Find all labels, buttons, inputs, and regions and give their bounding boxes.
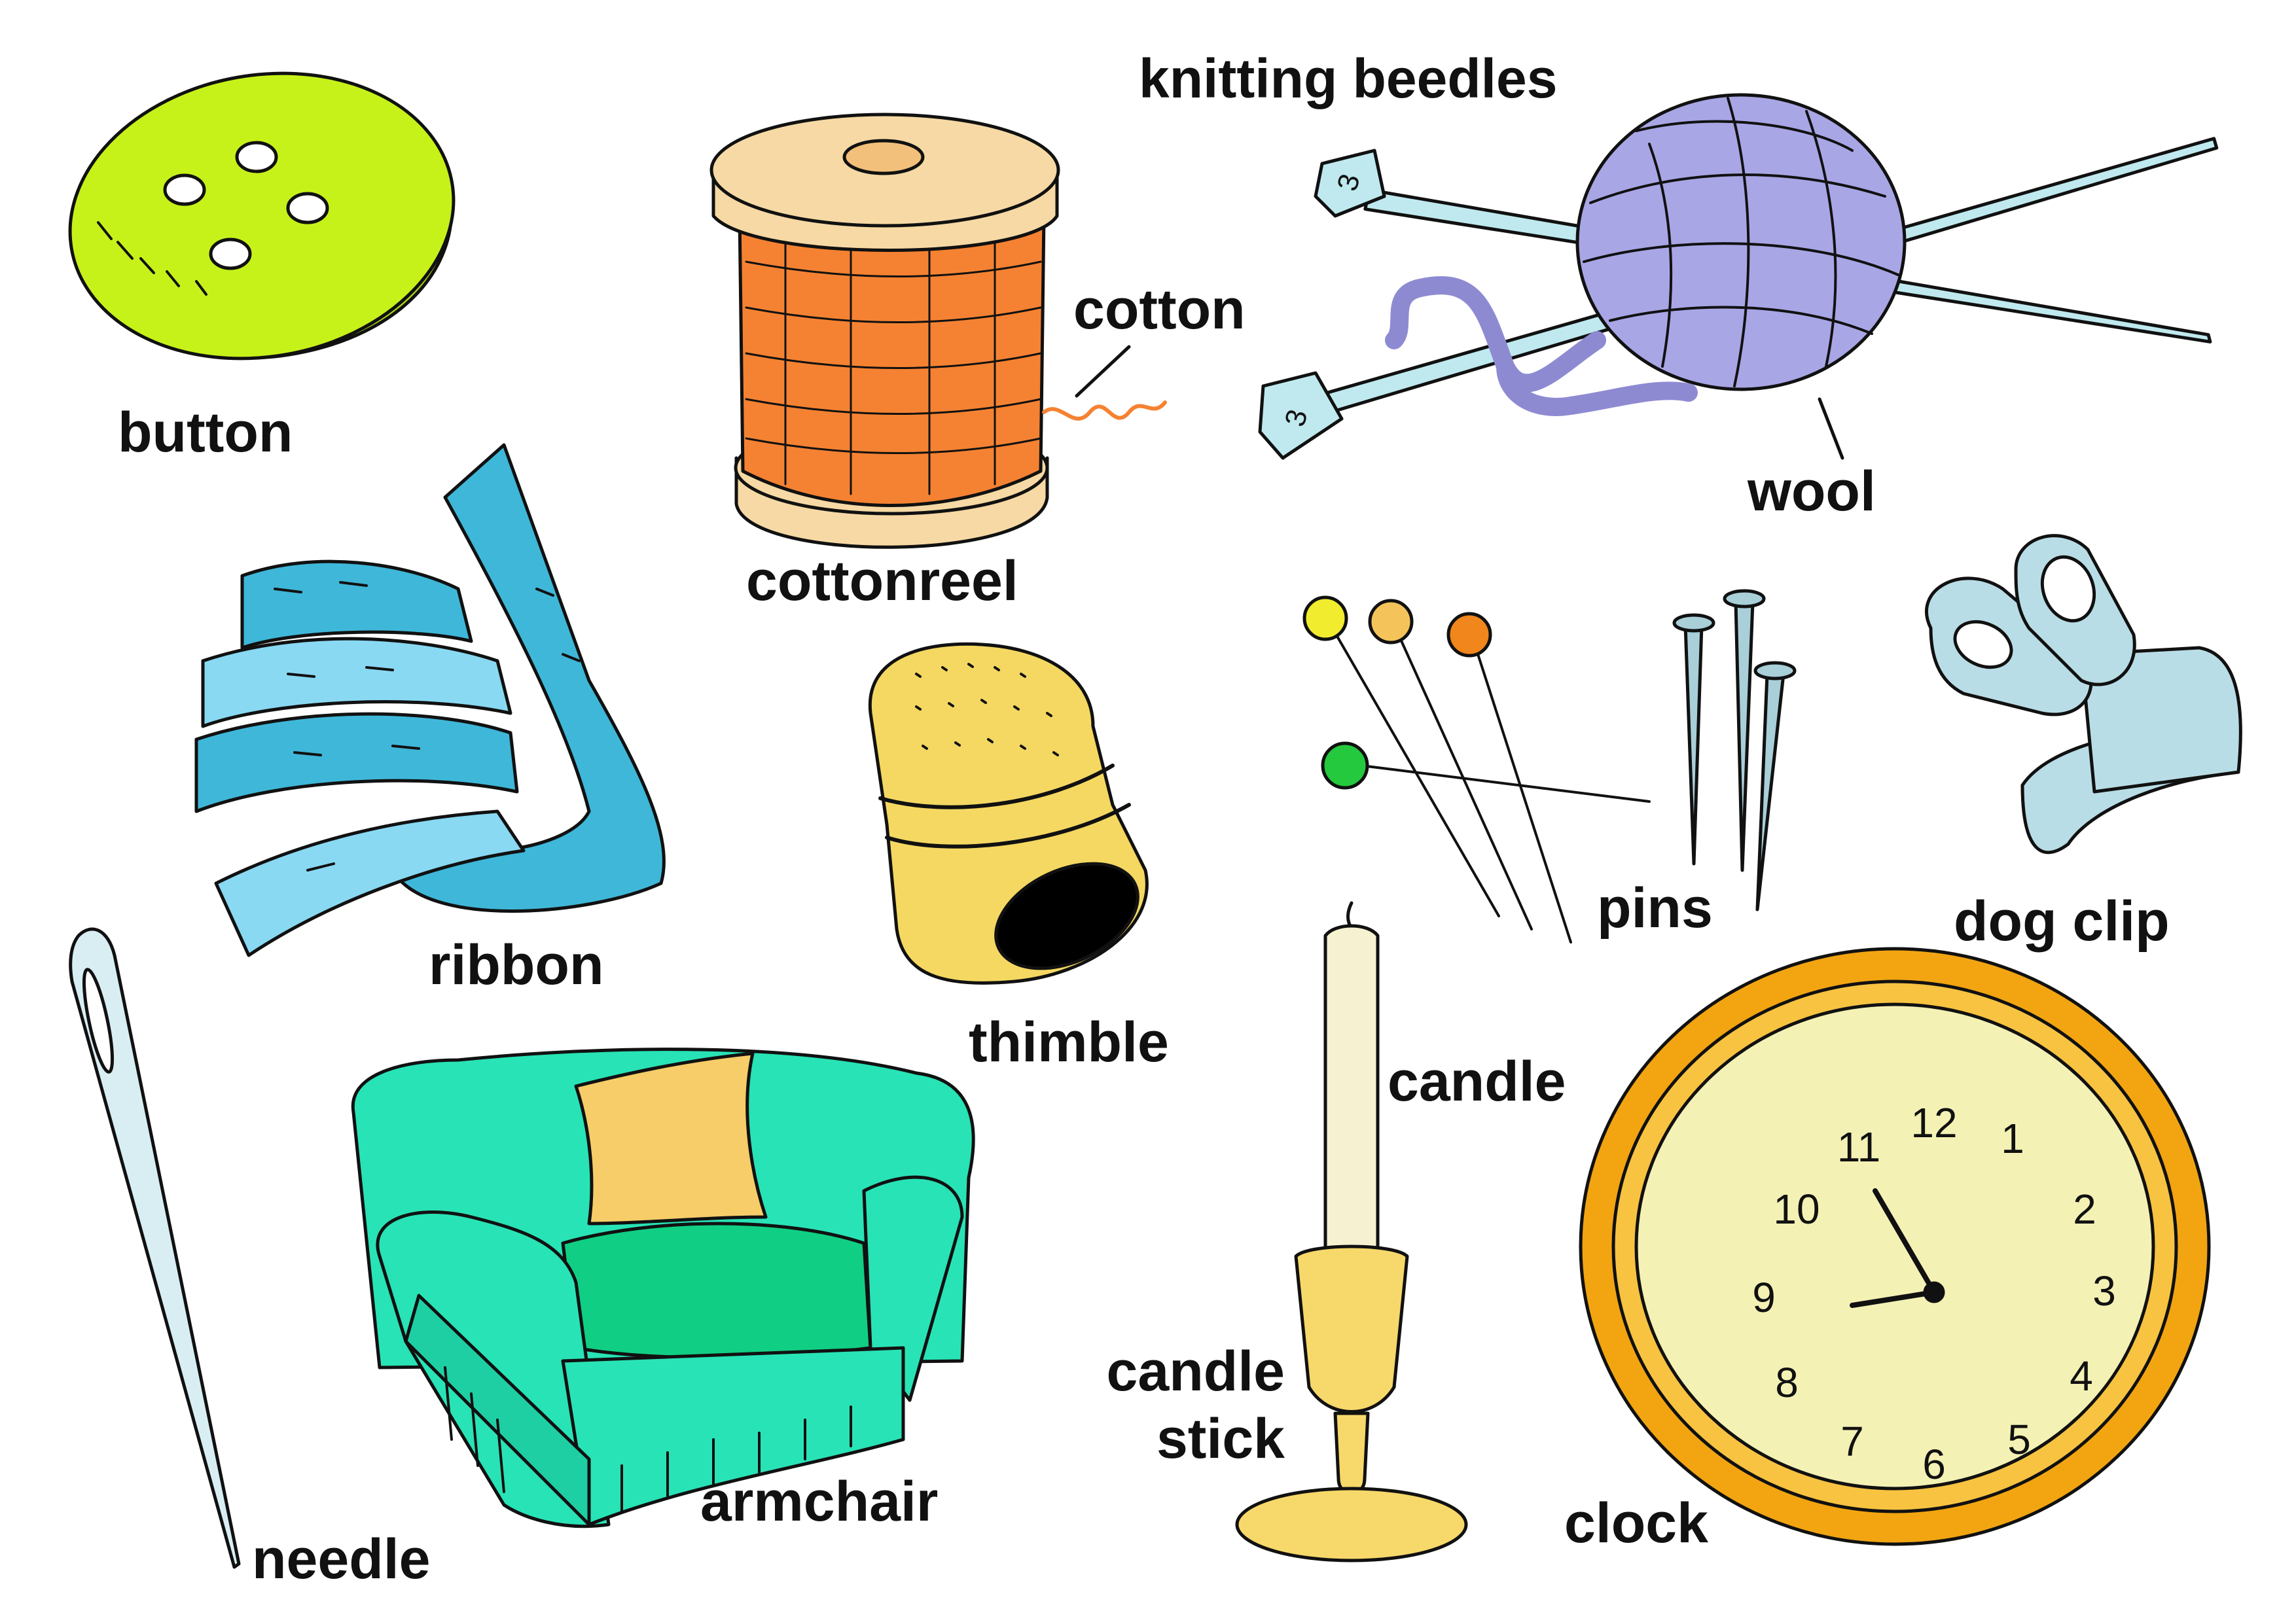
dog-clip-hole bbox=[2040, 555, 2096, 623]
pin-shaft bbox=[1471, 637, 1572, 944]
ribbon-coil bbox=[214, 809, 526, 957]
clock-face bbox=[1634, 1002, 2155, 1491]
ribbon-coil bbox=[240, 559, 473, 650]
nail bbox=[1734, 600, 1755, 872]
thimble-dimples bbox=[915, 663, 1059, 756]
thimble-illustration bbox=[868, 642, 1149, 985]
button-shading bbox=[97, 221, 207, 296]
nail-head bbox=[1723, 589, 1766, 609]
candle-holder-stem bbox=[1333, 1411, 1370, 1495]
button-hole bbox=[209, 238, 252, 270]
nail-head bbox=[1672, 613, 1715, 633]
label-clock: clock bbox=[1564, 1492, 1708, 1555]
clock-numeral-2: 2 bbox=[2073, 1186, 2096, 1233]
clock-numeral-3: 3 bbox=[2092, 1267, 2116, 1315]
ribbon-coil bbox=[201, 637, 512, 728]
nail-head bbox=[1753, 661, 1797, 680]
label-knitting-needles: knitting beedles bbox=[1139, 48, 1558, 109]
label-dog-clip: dog clip bbox=[1954, 890, 2170, 953]
label-ribbon: ribbon bbox=[429, 934, 604, 997]
armchair-illustration bbox=[351, 1048, 975, 1528]
cotton-thread-lines bbox=[745, 228, 1042, 495]
cotton-reel-illustration bbox=[709, 113, 1167, 549]
label-armchair: armchair bbox=[700, 1470, 939, 1533]
clock-minute-hand bbox=[1873, 1188, 1937, 1295]
nail bbox=[1683, 623, 1704, 866]
armchair-arm-right bbox=[862, 1175, 964, 1402]
label-button: button bbox=[118, 401, 293, 464]
label-needle: needle bbox=[252, 1528, 431, 1591]
armchair-stripes bbox=[444, 1366, 852, 1513]
label-cottonreel: cottonreel bbox=[746, 550, 1018, 612]
nail bbox=[1755, 672, 1785, 911]
armchair-base bbox=[404, 1294, 591, 1527]
clock-center bbox=[1923, 1281, 1945, 1303]
cotton-thread-body bbox=[738, 214, 1046, 507]
thimble-band bbox=[885, 803, 1131, 849]
candle-holder-cup bbox=[1294, 1244, 1409, 1413]
wool-strands bbox=[1583, 97, 1899, 387]
cushion bbox=[574, 1051, 768, 1226]
knitting-needle-tip bbox=[1258, 371, 1344, 460]
candle-body bbox=[1323, 924, 1380, 1268]
pin-head bbox=[1302, 595, 1348, 641]
pin-shaft bbox=[1360, 764, 1651, 803]
pin-shaft bbox=[1327, 620, 1500, 917]
armchair-seat bbox=[561, 1222, 872, 1360]
dog-clip-body bbox=[2079, 646, 2242, 794]
label-candle: candle bbox=[1388, 1050, 1566, 1113]
clock-illustration bbox=[1579, 947, 2211, 1546]
loose-cotton-thread bbox=[1042, 400, 1167, 421]
label-candle-stick-line2: stick bbox=[1156, 1407, 1285, 1471]
wool-pointer-line bbox=[1818, 397, 1844, 460]
clock-numeral-11: 11 bbox=[1837, 1123, 1880, 1171]
clock-numeral-9: 9 bbox=[1752, 1274, 1776, 1321]
pins-illustration bbox=[1302, 589, 1797, 944]
ribbon-coil bbox=[194, 712, 519, 813]
button-hole bbox=[163, 173, 206, 206]
label-wool: wool bbox=[1748, 460, 1876, 523]
button-body bbox=[68, 71, 456, 361]
label-candle-stick: candle stick bbox=[1107, 1338, 1285, 1473]
clock-numeral-7: 7 bbox=[1840, 1418, 1864, 1465]
dog-clip-illustration bbox=[1925, 534, 2242, 855]
pin-head bbox=[1446, 612, 1492, 658]
reel-hole bbox=[842, 139, 925, 175]
candle-illustration bbox=[1235, 901, 1468, 1562]
needle-illustration bbox=[69, 927, 241, 1569]
clock-numeral-5: 5 bbox=[2007, 1416, 2031, 1463]
ribbon-hatching bbox=[274, 581, 581, 872]
dog-clip-hole bbox=[1953, 620, 2013, 669]
thimble-band bbox=[878, 764, 1115, 809]
wool-illustration bbox=[1385, 93, 1907, 460]
cotton-pointer-line bbox=[1075, 345, 1131, 398]
knitting-needle-tip bbox=[1314, 149, 1386, 218]
button-illustration bbox=[68, 71, 456, 361]
button-hole bbox=[286, 192, 329, 224]
needle-eye bbox=[82, 968, 115, 1074]
clock-numeral-8: 8 bbox=[1775, 1359, 1799, 1406]
needle-body bbox=[69, 927, 241, 1569]
clock-numeral-6: 6 bbox=[1922, 1441, 1946, 1488]
pin-head bbox=[1321, 741, 1369, 790]
candle-holder-base bbox=[1235, 1487, 1468, 1562]
label-cotton: cotton bbox=[1073, 278, 1246, 341]
ribbon-illustration bbox=[194, 443, 666, 957]
thimble-opening bbox=[994, 862, 1139, 970]
clock-numeral-10: 10 bbox=[1773, 1186, 1820, 1233]
label-pins: pins bbox=[1597, 877, 1713, 940]
armchair-front bbox=[561, 1346, 905, 1527]
label-candle-stick-line1: candle bbox=[1106, 1340, 1285, 1403]
clock-numeral-1: 1 bbox=[2001, 1115, 2024, 1162]
clock-hour-hand bbox=[1850, 1290, 1937, 1308]
button-hole bbox=[235, 141, 278, 173]
clock-numeral-4: 4 bbox=[2070, 1352, 2093, 1400]
wool-loose-end bbox=[1385, 276, 1698, 416]
pin-head bbox=[1368, 599, 1414, 644]
label-thimble: thimble bbox=[969, 1011, 1169, 1074]
clock-numeral-12: 12 bbox=[1910, 1099, 1957, 1146]
